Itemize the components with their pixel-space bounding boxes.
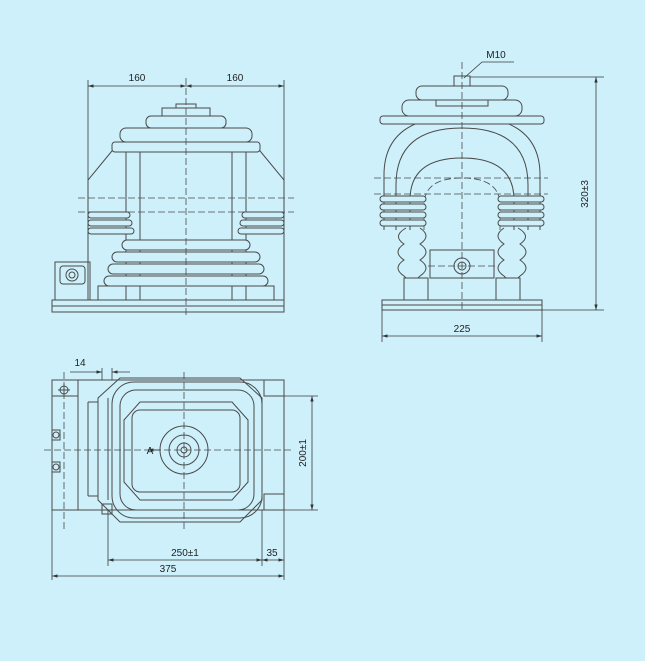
side-width-dim: 225 bbox=[454, 324, 471, 335]
top-depth-dim: 200±1 bbox=[298, 439, 309, 467]
front-dim-left: 160 bbox=[129, 73, 146, 84]
top-edge-dim: 35 bbox=[266, 548, 278, 559]
top-view: A 14 200±1 250±1 35 375 bbox=[44, 358, 318, 580]
side-height-dim: 320±3 bbox=[580, 180, 591, 208]
front-dim-right: 160 bbox=[227, 73, 244, 84]
front-view: 160 160 bbox=[51, 73, 294, 316]
thread-label: M10 bbox=[486, 50, 506, 61]
top-offset-dim: 14 bbox=[74, 358, 86, 369]
side-view: M10 320±3 225 bbox=[374, 50, 604, 342]
top-span-dim: 250±1 bbox=[171, 548, 199, 559]
top-total-dim: 375 bbox=[160, 564, 177, 575]
view-arrow-a: A bbox=[147, 446, 154, 457]
